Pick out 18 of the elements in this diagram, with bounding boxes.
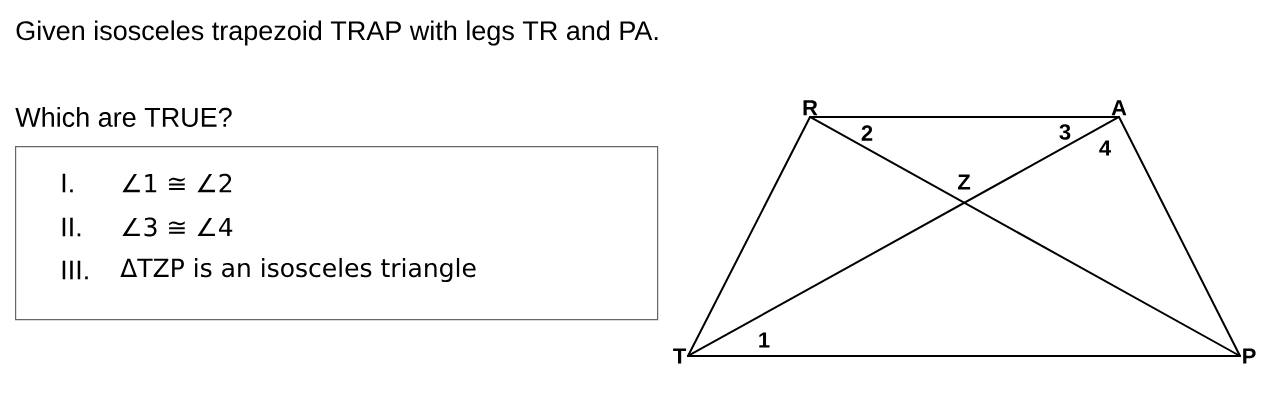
node-label: Which are TRUE? [15,107,232,127]
vertex-label: P [1243,348,1256,364]
line-segment [809,116,1120,118]
angle-label: 3 [1059,124,1071,140]
angle-label: 4 [1099,140,1111,156]
line-segment [687,116,811,357]
angle-label: Z [957,174,971,190]
angle-label: 2 [861,125,873,141]
vertex-label: R [803,100,818,116]
vertex-label: T [673,348,687,364]
title: Given isosceles trapezoid TRAP with legs TR and PA. [16,20,658,46]
line-segment [809,116,1241,357]
angle-label: 1 [759,332,770,348]
statement-box: Which are TRUE? I. ∠1 ≅ ∠2 II. ∠3 ≅ ∠4 III. ΔTZP is an isosceles triangle [15,107,659,321]
vertex-label: A [1111,100,1127,116]
line-segment [1118,116,1241,357]
line-segment [687,116,1120,357]
line-segment [687,355,1241,357]
